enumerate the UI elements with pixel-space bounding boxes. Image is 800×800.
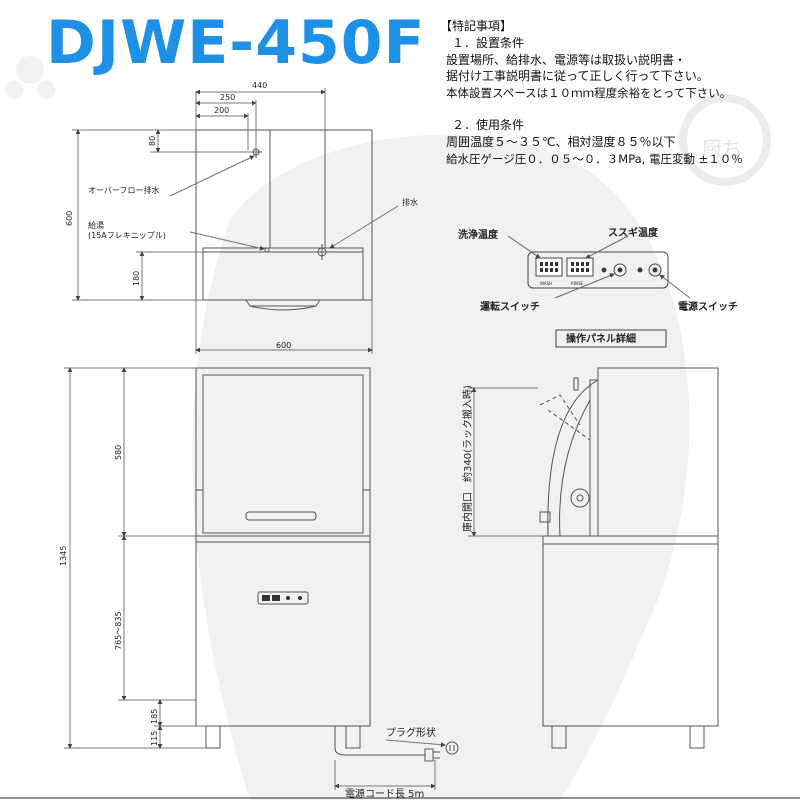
installation-conditions-title: １．設置条件 <box>452 35 525 50</box>
usage-line-2: 給水圧ゲージ圧０．０５～０．３MPa, 電圧変動 ±１０％ <box>446 151 743 166</box>
hot-water-supply-label: 給湯 <box>88 220 104 230</box>
panel-detail-caption: 操作パネル詳細 <box>566 332 636 345</box>
watermark-silhouette <box>5 56 771 800</box>
front-view <box>0 367 800 799</box>
power-switch-label: 電源スイッチ <box>678 300 738 313</box>
hot-water-supply-sub: (15Aフレキニップル) <box>88 231 166 240</box>
usage-line-1: 周囲温度５～３５℃、相対湿度８５％以下 <box>446 135 676 150</box>
plug-shape-label: プラグ形状 <box>386 726 436 739</box>
dim-600-vertical: 600 <box>65 211 74 226</box>
side-view <box>468 367 719 749</box>
control-panel-detail <box>507 235 691 348</box>
dim-765-835: 765～835 <box>114 611 123 650</box>
installation-line-2: 据付け工事説明書に従って正しく行って下さい。 <box>446 69 709 84</box>
special-notes: 【特記事項】 １．設置条件 設置場所、給排水、電源等は取扱い説明書・ 据付け工事… <box>440 18 785 167</box>
run-switch-label: 運転スイッチ <box>480 300 540 313</box>
overflow-drain-label: オーバーフロー排水 <box>88 185 159 195</box>
drain-label: 排水 <box>402 197 418 207</box>
dim-580: 580 <box>114 445 123 460</box>
dim-185: 185 <box>150 709 159 724</box>
wash-temp-label: 洗浄温度 <box>458 228 499 241</box>
dim-250: 250 <box>220 93 235 102</box>
dim-440: 440 <box>252 81 267 90</box>
dim-1345: 1345 <box>59 546 68 566</box>
top-view <box>72 88 399 354</box>
wash-small-label: WASH <box>540 281 552 286</box>
dim-600-horizontal: 600 <box>276 341 291 350</box>
rinse-small-label: RINSE <box>571 281 583 286</box>
power-cord-length-label: 電源コード長 5m <box>345 787 424 800</box>
rinse-temp-label: ススギ温度 <box>608 226 659 239</box>
dim-80: 80 <box>148 136 157 146</box>
dim-115: 115 <box>150 731 159 746</box>
usage-conditions-title: ２．使用条件 <box>452 118 525 133</box>
notes-heading: 【特記事項】 <box>440 19 513 33</box>
model-title: DJWE-450F <box>46 8 426 78</box>
watermark-text: 厨ち <box>702 137 742 161</box>
installation-line-1: 設置場所、給排水、電源等は取扱い説明書・ <box>446 52 687 67</box>
dim-200: 200 <box>214 106 229 115</box>
chamber-opening-label: 庫内開口 約340(ラック搬入時) <box>461 385 474 532</box>
installation-line-3: 本体設置スペースは１０ｍｍ程度余裕をとって下さい。 <box>446 86 732 101</box>
dim-180: 180 <box>132 271 141 286</box>
